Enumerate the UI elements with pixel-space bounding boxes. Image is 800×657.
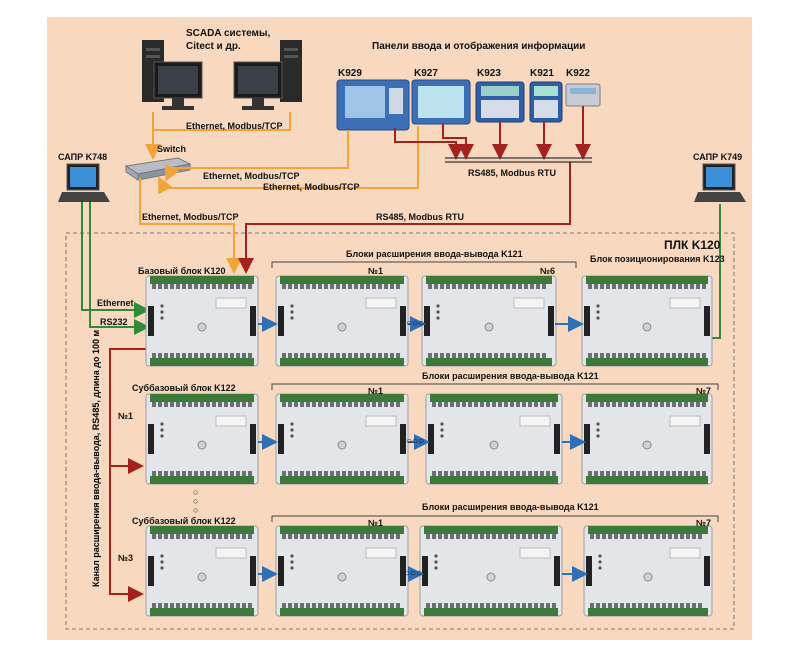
ethernet-label-scada: Ethernet, Modbus/TCP: [186, 121, 283, 131]
panel-k929: [336, 79, 410, 131]
panel-label-k923: K923: [477, 68, 501, 79]
sapr-left-label: САПР K748: [58, 152, 108, 162]
scada-title-line1: SCADA системы,: [186, 28, 271, 39]
base-block-label: Базовый блок K120: [138, 266, 226, 276]
row3-ellipsis: ○○○: [404, 568, 423, 579]
row2-ellipsis: ○○○: [406, 436, 425, 447]
row3-index-first: №1: [368, 518, 384, 528]
laptop-left: [58, 163, 110, 202]
ethernet-label-k929: Ethernet, Modbus/TCP: [203, 171, 300, 181]
panel-k921: [529, 81, 563, 123]
panel-label-k921: K921: [530, 68, 554, 79]
subbase-block-label-1: Суббазовый блок K122: [132, 383, 236, 393]
panel-label-k929: K929: [338, 68, 362, 79]
sapr-right-label: САПР K749: [693, 152, 743, 162]
positioning-block-label: Блок позиционирования K123: [590, 254, 725, 264]
expansion-block-row3-1: [275, 525, 409, 617]
ellipsis-dot: ○: [193, 505, 199, 515]
ethernet-label-base: Ethernet: [97, 298, 134, 308]
panel-label-k922: K922: [566, 68, 590, 79]
ellipsis-dot: ○: [193, 487, 199, 497]
panels-title: Панели ввода и отображения информации: [372, 41, 586, 52]
plc-modules: [145, 275, 713, 617]
expansion-title-row1: Блоки расширения ввода-вывода K121: [346, 249, 523, 259]
positioning-block-k123: [581, 275, 713, 367]
expansion-block-row2-7: [581, 393, 713, 485]
row1-index-first: №1: [368, 266, 384, 276]
expansion-title-row3: Блоки расширения ввода-вывода K121: [422, 502, 599, 512]
panel-label-k927: K927: [414, 68, 438, 79]
expansion-block-row2-2: [425, 393, 563, 485]
plc-title: ПЛК K120: [664, 238, 721, 252]
expansion-block-row3-2: [419, 525, 563, 617]
rs485-lines: [109, 106, 591, 602]
panel-k927: [411, 79, 471, 125]
group-braces: [271, 261, 719, 522]
expansion-block-row2-1: [275, 393, 409, 485]
expansion-block-row1-1: [275, 275, 409, 367]
expansion-block-row3-7: [583, 525, 713, 617]
expansion-title-row2: Блоки расширения ввода-вывода K121: [422, 371, 599, 381]
subbase-block-3: [145, 525, 259, 617]
subbase-ellipsis: ○○○: [193, 488, 198, 515]
ethernet-label-plc: Ethernet, Modbus/TCP: [142, 212, 239, 222]
row1-index-last: №6: [540, 266, 556, 276]
row1-ellipsis: ○○○: [406, 318, 425, 329]
row3-index-last: №7: [696, 518, 712, 528]
laptop-right: [694, 163, 746, 202]
switch-label: Switch: [157, 144, 187, 154]
row2-index-last: №7: [696, 386, 712, 396]
ethernet-label-k927: Ethernet, Modbus/TCP: [263, 182, 360, 192]
subbase-block-1: [145, 393, 259, 485]
rs485-label-plc: RS485, Modbus RTU: [376, 212, 465, 222]
subbase-block-label-2: Суббазовый блок K122: [132, 516, 236, 526]
row2-index-first: №1: [368, 386, 384, 396]
expansion-block-row1-6: [421, 275, 557, 367]
subbase-index-3: №3: [118, 553, 134, 563]
subbase-index-1: №1: [118, 411, 134, 421]
ellipsis-dot: ○: [193, 496, 199, 506]
scada-workstation-right: [233, 40, 302, 110]
rs485-bus-label: RS485, Modbus RTU: [468, 168, 557, 178]
base-block-k120: [145, 275, 259, 367]
panel-k923: [475, 81, 525, 123]
expansion-channel-text: Канал расширения ввода-вывода, RS485, дл…: [91, 329, 101, 587]
panel-k922: [565, 83, 601, 107]
scada-title-line2: Citect и др.: [186, 41, 241, 52]
rs232-label: RS232: [100, 317, 128, 327]
bus-arrows: [258, 316, 588, 582]
scada-workstation-left: [142, 40, 203, 110]
rs485-bus: [445, 157, 592, 163]
ethernet-lines: [139, 112, 419, 274]
